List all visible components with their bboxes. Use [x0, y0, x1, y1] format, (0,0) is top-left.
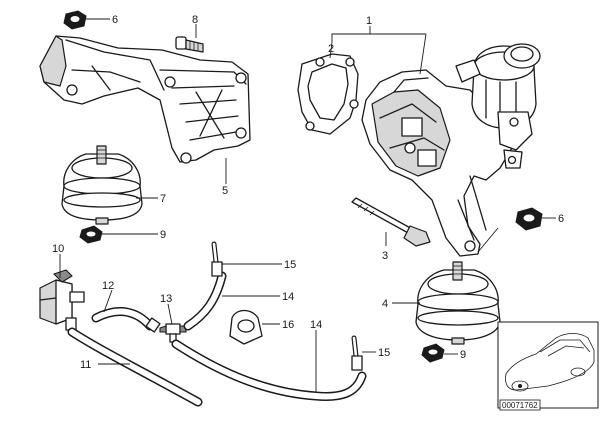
callout-labels: 6 8 1 2 5 7 9 3 6 4 9 10 11 12 13 15 14 … [52, 14, 564, 371]
callout-14-top: 14 [282, 291, 294, 303]
callout-15-bottom: 15 [378, 347, 390, 359]
callout-5: 5 [222, 185, 228, 197]
car-thumbnail: 00071762 [497, 321, 599, 411]
callout-6-top: 6 [112, 14, 118, 26]
callout-16: 16 [282, 319, 294, 331]
callout-14-bottom: 14 [310, 319, 322, 331]
part-12-hose[interactable] [91, 307, 161, 333]
callout-11: 11 [80, 359, 91, 371]
part-6-nut-right[interactable] [515, 207, 543, 231]
part-14-hose-upper[interactable] [183, 271, 227, 331]
part-16-clip[interactable] [229, 309, 263, 345]
part-1-oil-filter-housing[interactable] [361, 43, 541, 257]
callout-2: 2 [328, 43, 334, 55]
part-15-tube-lower[interactable] [351, 335, 363, 371]
callout-7: 7 [160, 193, 166, 205]
part-3-bolt[interactable] [351, 197, 431, 247]
callout-9-right: 9 [460, 349, 466, 361]
part-10-valve[interactable] [39, 269, 85, 331]
part-9-nut-right[interactable] [421, 343, 445, 363]
callout-3: 3 [382, 250, 388, 262]
callout-12: 12 [102, 280, 114, 292]
part-8-bolt[interactable] [175, 36, 204, 53]
callout-15-top: 15 [284, 259, 296, 271]
callout-1: 1 [366, 15, 372, 27]
part-2-gasket[interactable] [297, 53, 359, 135]
thumbnail-code: 00071762 [502, 401, 538, 410]
part-9-nut-left[interactable] [79, 225, 103, 244]
part-14-hose-lower[interactable] [171, 339, 367, 401]
part-11-hose[interactable] [67, 327, 203, 407]
callout-8: 8 [192, 14, 198, 26]
callout-6-right: 6 [558, 213, 564, 225]
part-7-engine-mount-left[interactable] [61, 145, 143, 225]
callout-10: 10 [52, 243, 64, 255]
callout-13: 13 [160, 293, 172, 305]
leader-lines [59, 18, 556, 392]
callout-4: 4 [382, 298, 388, 310]
callout-9-left: 9 [160, 229, 166, 241]
part-15-tube-upper[interactable] [211, 241, 223, 277]
part-4-engine-mount-right[interactable] [415, 261, 501, 345]
part-13-t-connector[interactable] [159, 323, 187, 343]
part-6-nut-top[interactable] [63, 10, 87, 30]
part-5-bracket[interactable] [39, 35, 251, 164]
